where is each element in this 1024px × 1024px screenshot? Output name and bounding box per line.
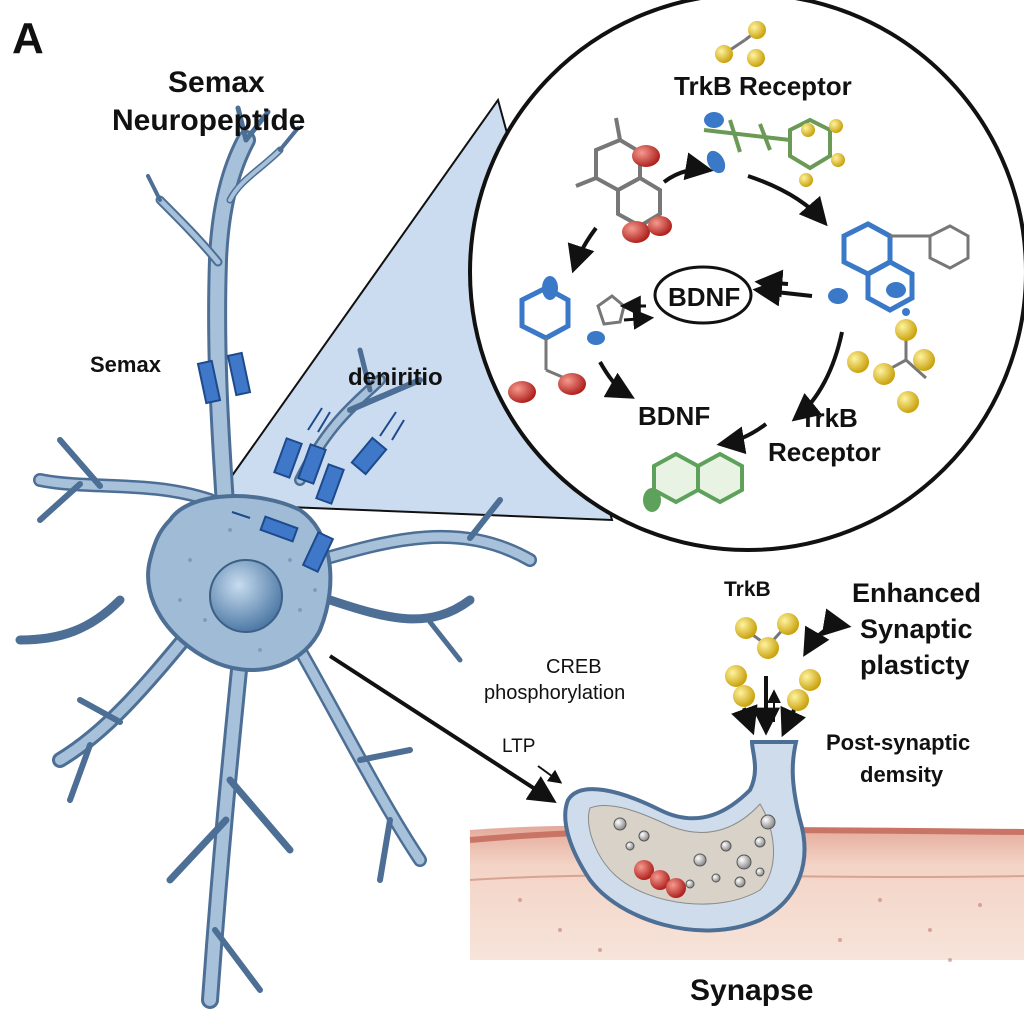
semax-motion-lines — [231, 407, 405, 519]
enhanced-plasticity-label-line3: plasticty — [860, 650, 970, 680]
bdnf-center-oval — [653, 265, 753, 325]
vesicles — [613, 814, 776, 889]
soma-to-synapse-arrow — [328, 654, 557, 804]
creb-label-line1: CREB — [546, 656, 602, 678]
dendritic-label: deniritio — [348, 364, 443, 391]
molecule-right — [828, 221, 970, 316]
molecule-left — [508, 276, 626, 403]
post-synaptic-density-label-line1: Post-synaptic — [826, 730, 971, 755]
ltp-arrow — [537, 765, 563, 784]
molecule-top-left — [575, 117, 672, 243]
enhanced-plasticity-label-line1: Enhanced — [852, 578, 982, 608]
soma-texture — [178, 528, 317, 652]
trkb-arrows — [731, 676, 807, 738]
bdnf-lower-label: BDNF — [638, 401, 711, 431]
tissue-texture — [518, 898, 982, 962]
synapse-label: Synapse — [690, 974, 814, 1007]
panel-letter: A — [12, 14, 44, 63]
post-synaptic-density-label-line2: demsity — [860, 762, 944, 787]
zoom-circle — [468, 0, 1024, 552]
molecule-right-yellow — [847, 319, 935, 413]
red-vesicles — [634, 860, 686, 898]
trkb-receptor-lower-label-line2: Receptor — [768, 437, 881, 467]
title-line1: Semax — [168, 66, 265, 99]
trkb-receptor-lower-label-line1: TrkB — [800, 403, 858, 433]
cycle-arrows — [567, 152, 844, 455]
trkb-molecules — [725, 613, 821, 711]
semax-label: Semax — [90, 352, 161, 377]
trkb-receptor-top-label: TrkB Receptor — [674, 71, 852, 101]
ltp-label: LTP — [502, 736, 536, 757]
trkb-synapse-label: TrkB — [724, 578, 771, 601]
terminal-interior — [588, 803, 774, 905]
bdnf-center-label: BDNF — [668, 282, 741, 312]
title-line2: Neuropeptide — [112, 104, 306, 137]
enhanced-bidirectional-arrow — [803, 608, 852, 657]
molecule-top-yellow — [715, 21, 766, 67]
semax-peptides — [196, 351, 388, 574]
neuron-nucleus — [209, 559, 283, 633]
creb-label-line2: phosphorylation — [484, 682, 626, 704]
enhanced-plasticity-label-line2: Synaptic — [860, 614, 973, 644]
